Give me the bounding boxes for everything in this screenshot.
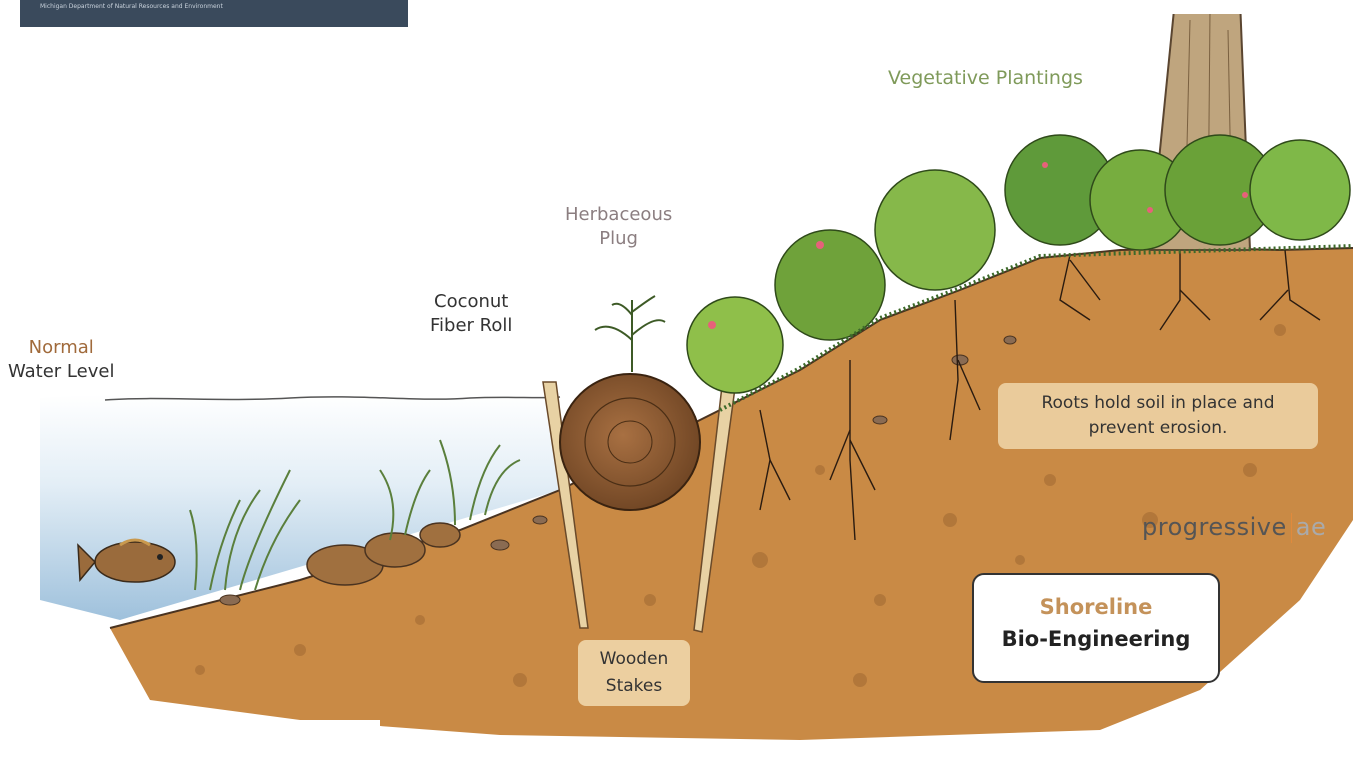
herbaceous-plug-plant (595, 296, 665, 372)
stakes-line1: Wooden (578, 646, 690, 673)
wooden-stakes-callout: Wooden Stakes (578, 640, 690, 706)
roots-callout: Roots hold soil in place and prevent ero… (998, 383, 1318, 449)
water-label-line2: Water Level (8, 360, 114, 384)
title-box: Shoreline Bio-Engineering (972, 573, 1220, 683)
cropped-corner (0, 720, 380, 758)
banner-cropped-area (408, 0, 1353, 14)
brand-suffix: ae (1296, 513, 1326, 541)
coconut-fiber-roll-label: Coconut Fiber Roll (430, 290, 512, 338)
coconut-label-line2: Fiber Roll (430, 314, 512, 338)
coconut-fiber-roll (560, 374, 700, 510)
brand-separator (1291, 513, 1292, 543)
herb-label-line1: Herbaceous (565, 203, 672, 227)
stakes-line2: Stakes (578, 673, 690, 700)
coconut-label-line1: Coconut (430, 290, 512, 314)
brand-name: progressive (1142, 513, 1287, 541)
banner-small-text: Michigan Department of Natural Resources… (40, 3, 223, 10)
brand-logo: progressive ae (1142, 513, 1326, 543)
water-label-line1: Normal (8, 336, 114, 360)
header-banner-fragment: Michigan Department of Natural Resources… (20, 0, 408, 27)
roots-line1: Roots hold soil in place and (998, 391, 1318, 416)
roots-line2: prevent erosion. (998, 416, 1318, 441)
herbaceous-plug-label: Herbaceous Plug (565, 203, 672, 251)
title-line1: Shoreline (974, 595, 1218, 619)
vegetative-plantings-label: Vegetative Plantings (888, 66, 1083, 90)
normal-water-level-label: Normal Water Level (8, 336, 114, 384)
herb-label-line2: Plug (565, 227, 672, 251)
title-line2: Bio-Engineering (974, 627, 1218, 651)
